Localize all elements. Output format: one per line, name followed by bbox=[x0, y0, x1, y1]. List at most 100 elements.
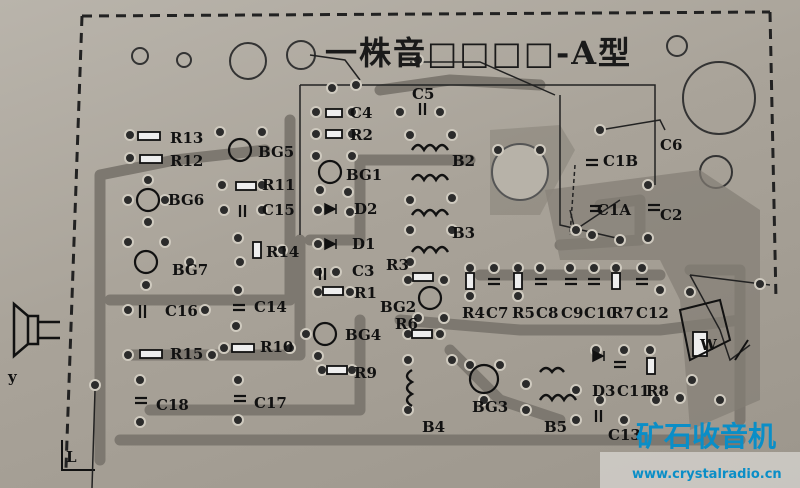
solder-pad bbox=[312, 286, 324, 298]
label-c12: C12 bbox=[636, 304, 669, 322]
label-l: L bbox=[66, 448, 77, 466]
label-r13: R13 bbox=[170, 129, 203, 147]
solder-pad bbox=[488, 262, 500, 274]
transistors bbox=[133, 137, 500, 395]
solder-pad bbox=[124, 152, 136, 164]
solder-pad bbox=[714, 394, 726, 406]
label-r5: R5 bbox=[512, 304, 535, 322]
solder-pad bbox=[404, 129, 416, 141]
watermark-name: 矿石收音机 bbox=[636, 420, 776, 453]
gang-link bbox=[569, 164, 576, 236]
label-bg7: BG7 bbox=[172, 261, 208, 279]
solder-pad bbox=[446, 224, 458, 236]
ground-plane bbox=[545, 170, 760, 430]
label-c15: C15 bbox=[262, 201, 295, 219]
solder-pad bbox=[650, 394, 662, 406]
solder-pad bbox=[512, 290, 524, 302]
solder-pad bbox=[218, 204, 230, 216]
solder-pads bbox=[89, 54, 766, 428]
solder-pad bbox=[618, 344, 630, 356]
board-outline bbox=[64, 10, 778, 469]
solder-pad bbox=[184, 256, 196, 268]
solder-pad bbox=[570, 414, 582, 426]
label-bg1: BG1 bbox=[346, 166, 382, 184]
solder-pad bbox=[446, 192, 458, 204]
label-r4: R4 bbox=[462, 304, 485, 322]
solder-pad bbox=[140, 279, 152, 291]
solder-pad bbox=[614, 234, 626, 246]
label-b2: B2 bbox=[452, 152, 475, 170]
solder-pad bbox=[312, 204, 324, 216]
solder-pad bbox=[512, 262, 524, 274]
label-r12: R12 bbox=[170, 152, 203, 170]
solder-pad bbox=[218, 342, 230, 354]
solder-pad bbox=[494, 359, 506, 371]
transistor-bg2 bbox=[417, 285, 443, 311]
solder-pad bbox=[206, 349, 218, 361]
solder-pad bbox=[234, 256, 246, 268]
solder-pad bbox=[230, 320, 242, 332]
solder-pad bbox=[464, 359, 476, 371]
corner-l-mark bbox=[61, 440, 95, 471]
label-b5: B5 bbox=[544, 418, 567, 436]
solder-pad bbox=[316, 364, 328, 376]
solder-pad bbox=[570, 224, 582, 236]
label-r6: R6 bbox=[395, 315, 418, 333]
label-r14: R14 bbox=[266, 243, 299, 261]
label-c18: C18 bbox=[156, 396, 189, 414]
label-c2: C2 bbox=[660, 206, 682, 224]
label-b4: B4 bbox=[422, 418, 445, 436]
label-d3: D3 bbox=[592, 382, 615, 400]
solder-pad bbox=[588, 262, 600, 274]
transistor-bg4 bbox=[312, 321, 338, 347]
label-y: y bbox=[7, 368, 18, 386]
solder-pad bbox=[464, 290, 476, 302]
speaker-icon bbox=[12, 301, 60, 359]
solder-pad bbox=[394, 106, 406, 118]
label-c1b: C1B bbox=[603, 152, 638, 170]
component-labels: R13 R12 BG5 R11 BG6 C15 R14 BG7 C16 C14 … bbox=[7, 85, 718, 466]
label-c6: C6 bbox=[660, 136, 682, 154]
solder-pad bbox=[434, 106, 446, 118]
label-w: W bbox=[699, 336, 718, 354]
solder-pad bbox=[89, 379, 101, 391]
label-r10: R10 bbox=[260, 338, 293, 356]
solder-pad bbox=[586, 229, 598, 241]
solder-pad bbox=[674, 392, 686, 404]
solder-pad bbox=[402, 404, 414, 416]
watermark-url: www.crystalradio.cn bbox=[632, 467, 782, 482]
label-c1a: C1A bbox=[597, 201, 631, 219]
solder-pad bbox=[346, 150, 358, 162]
solder-pad bbox=[312, 350, 324, 362]
label-r2: R2 bbox=[350, 126, 373, 144]
solder-pad bbox=[684, 286, 696, 298]
label-c8: C8 bbox=[536, 304, 558, 322]
label-c9: C9 bbox=[561, 304, 583, 322]
volume-switch bbox=[678, 298, 749, 362]
solder-pad bbox=[284, 342, 296, 354]
solder-pad bbox=[594, 124, 606, 136]
solder-pad bbox=[124, 129, 136, 141]
solder-pad bbox=[412, 312, 424, 324]
solder-pad bbox=[312, 266, 324, 278]
label-bg6: BG6 bbox=[168, 191, 204, 209]
solder-pad bbox=[644, 344, 656, 356]
tuner-hole bbox=[491, 143, 549, 201]
transistor-bg7 bbox=[133, 249, 159, 275]
solder-pad bbox=[570, 384, 582, 396]
solder-pad bbox=[232, 232, 244, 244]
label-r8: R8 bbox=[646, 382, 669, 400]
solder-pad bbox=[402, 274, 414, 286]
solder-pad bbox=[654, 284, 666, 296]
label-c4: C4 bbox=[350, 104, 372, 122]
label-c14: C14 bbox=[254, 298, 287, 316]
label-c16: C16 bbox=[165, 302, 198, 320]
label-r7: R7 bbox=[611, 304, 634, 322]
solder-pad bbox=[256, 126, 268, 138]
solder-pad bbox=[312, 238, 324, 250]
solder-pad bbox=[564, 262, 576, 274]
solder-pad bbox=[594, 394, 606, 406]
diodes bbox=[324, 202, 605, 363]
solder-pad bbox=[642, 232, 654, 244]
